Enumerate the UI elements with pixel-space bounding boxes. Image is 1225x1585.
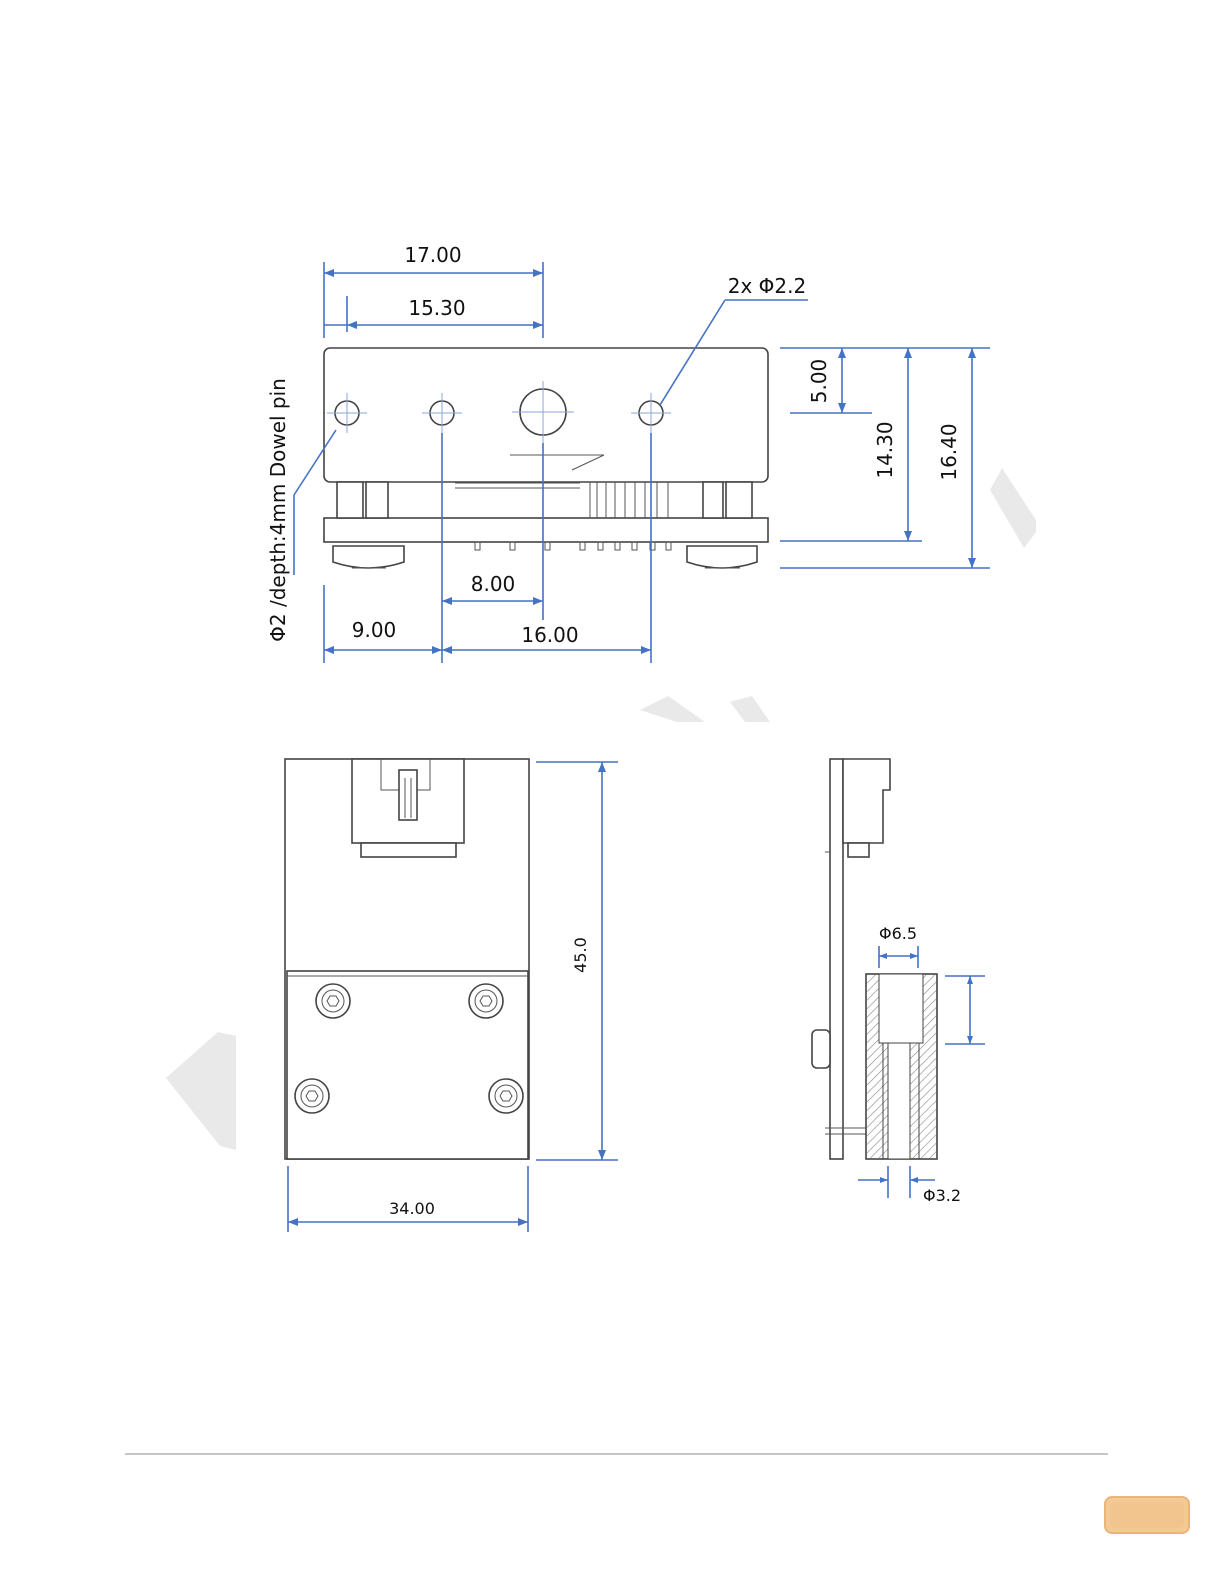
front-standoff-right [726,482,752,518]
dim-hole-span: 15.30 [408,296,465,320]
front-standoff-left [337,482,363,518]
side-bore [879,974,923,1043]
dim-bore: Φ6.5 [879,924,917,943]
top-connector-base [361,843,456,857]
front-board [324,518,768,542]
dim-top-width-34: 34.00 [389,1199,435,1218]
top-connector-tab [399,770,417,820]
dim-left-offset: 9.00 [352,618,397,642]
front-connector-fins [455,482,668,518]
side-board [830,759,843,1159]
dim-center-spacing: 8.00 [471,572,516,596]
footer-rule [125,1453,1108,1455]
top-screw-3 [295,1079,329,1113]
side-screw-head [812,1030,830,1068]
top-screw-1 [316,984,350,1018]
dim-top-height: 45.0 [571,937,590,973]
dim-total-height: 16.40 [937,423,961,480]
dim-hole-callout: 2x Φ2.2 [728,274,806,298]
dim-hole-height: 5.00 [807,359,831,404]
page-number-tab [1104,1496,1190,1534]
top-screw-4 [489,1079,523,1113]
watermark-stroke-right [990,468,1036,548]
dim-hole-spacing: 16.00 [521,623,578,647]
watermark-stroke-left [166,1032,236,1150]
dim-dowel-callout: Φ2 /depth:4mm Dowel pin [266,378,290,642]
side-connector-foot [848,843,869,857]
dim-top-width: 17.00 [404,243,461,267]
top-view: 45.0 34.00 [285,759,618,1232]
watermark-stroke-mid-2 [730,696,770,722]
front-screw-head-left [333,546,404,568]
watermark-stroke-mid-1 [640,696,705,722]
side-through-hole [888,1043,910,1159]
front-view: 17.00 15.30 2x Φ2.2 5.00 14.30 16.40 Φ2 … [266,243,990,663]
top-screw-2 [469,984,503,1018]
front-pins [475,542,671,550]
dim-board-height: 14.30 [873,421,897,478]
front-standoff-left-2 [366,482,388,518]
dim-through-hole: Φ3.2 [923,1186,961,1205]
side-connector [843,759,890,843]
front-standoff-right-2 [703,482,723,518]
front-screw-head-right [687,546,757,568]
page-number-tab-fill [1110,1502,1184,1528]
side-view: Φ6.5 Φ3.2 [812,759,985,1205]
